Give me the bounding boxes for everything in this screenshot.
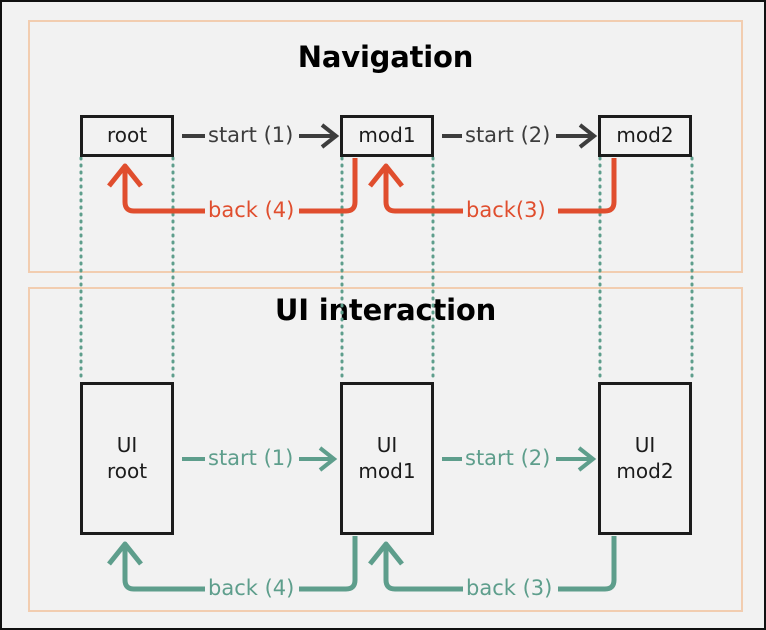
edge-label-ui-start-1: start (1) <box>205 446 297 470</box>
panel-navigation: Navigation <box>28 20 743 273</box>
node-ui-mod2[interactable]: UI mod2 <box>598 382 692 535</box>
edge-label-nav-start-2: start (2) <box>462 123 554 147</box>
node-mod1-label: mod1 <box>358 123 416 148</box>
edge-label-ui-back-4: back (4) <box>205 576 298 600</box>
node-root-label: root <box>106 123 148 148</box>
panel-ui-interaction-title: UI interaction <box>274 293 497 327</box>
node-ui-mod2-line2: mod2 <box>616 458 674 483</box>
edge-label-ui-start-2: start (2) <box>462 446 554 470</box>
node-mod2[interactable]: mod2 <box>598 115 692 157</box>
node-ui-root-line1: UI <box>116 432 138 457</box>
panel-ui-interaction: UI interaction <box>28 287 743 612</box>
node-mod2-label: mod2 <box>616 123 674 148</box>
node-ui-mod1-line1: UI <box>376 432 398 457</box>
node-ui-mod1[interactable]: UI mod1 <box>340 382 434 535</box>
edge-label-ui-back-3: back (3) <box>463 576 556 600</box>
node-mod1[interactable]: mod1 <box>340 115 434 157</box>
node-ui-mod1-line2: mod1 <box>358 458 416 483</box>
edge-label-nav-back-3: back(3) <box>463 198 549 222</box>
node-ui-root-line2: root <box>106 458 148 483</box>
node-ui-mod2-line1: UI <box>634 432 656 457</box>
node-ui-root[interactable]: UI root <box>80 382 174 535</box>
panel-navigation-title: Navigation <box>297 40 474 74</box>
node-root[interactable]: root <box>80 115 174 157</box>
edge-label-nav-start-1: start (1) <box>205 123 297 147</box>
edge-label-nav-back-4: back (4) <box>205 198 298 222</box>
